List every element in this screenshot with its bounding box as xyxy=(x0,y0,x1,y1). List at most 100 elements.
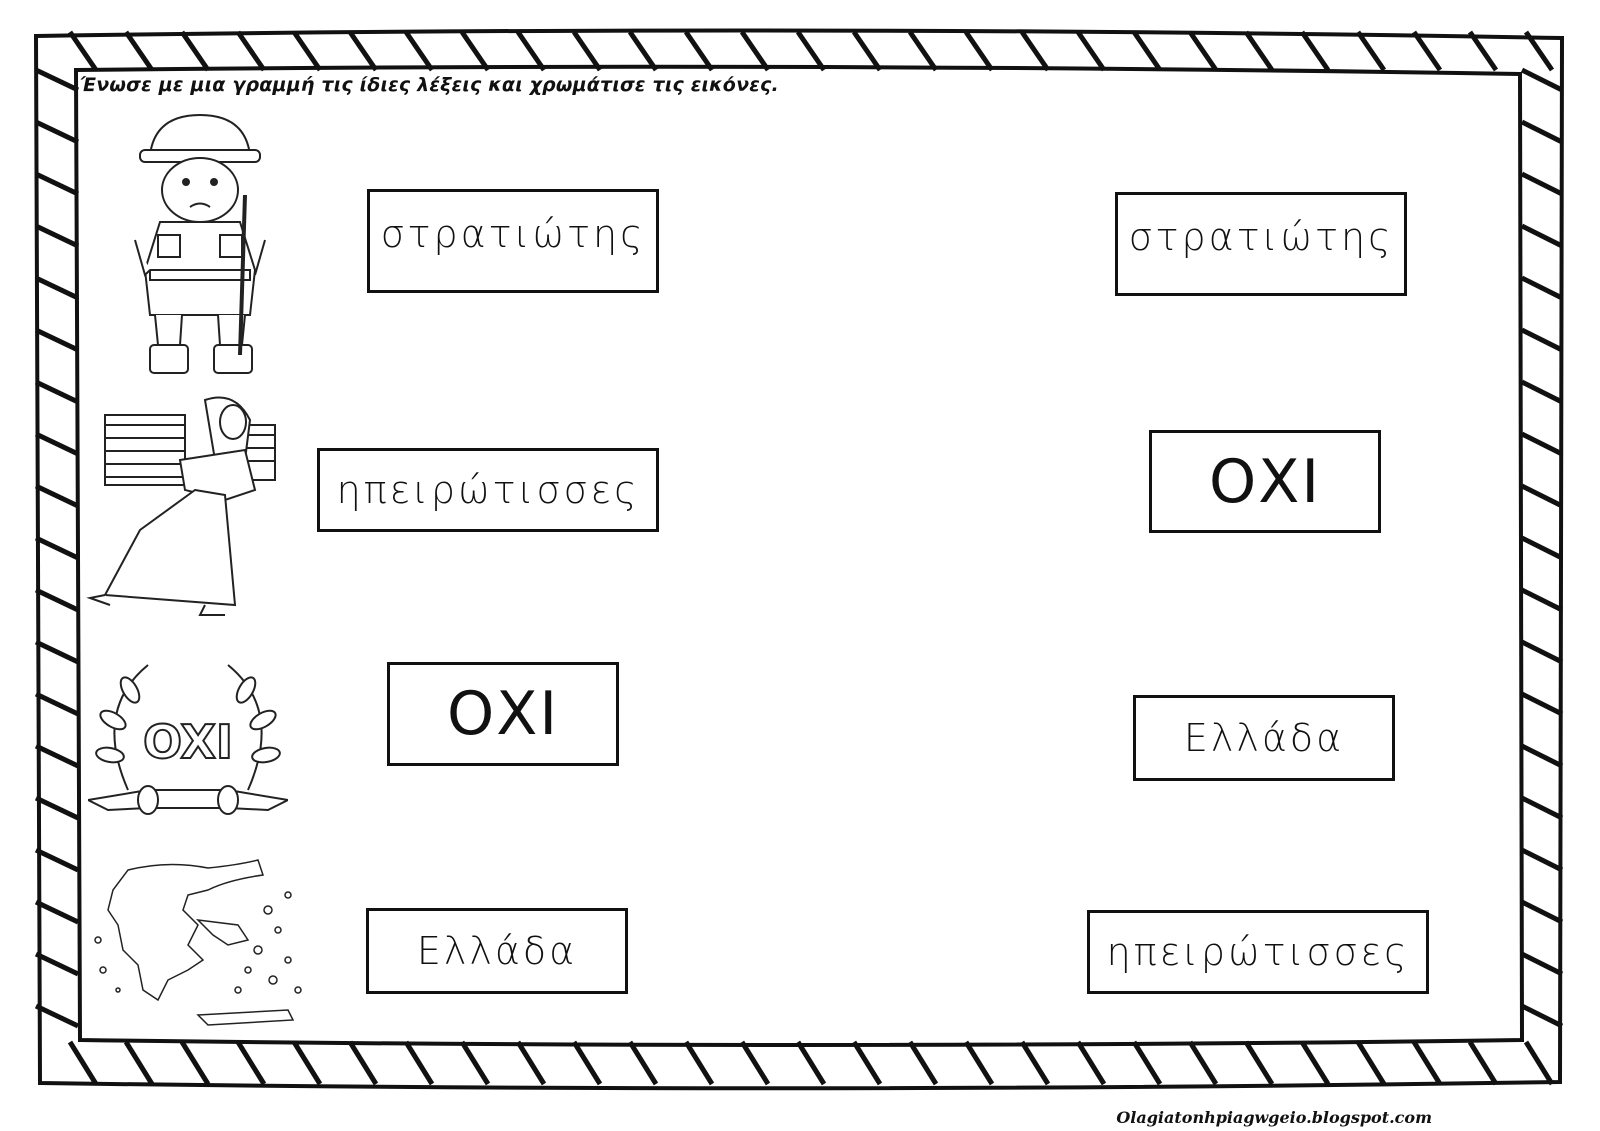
frame-stripe xyxy=(795,30,827,72)
frame-stripe xyxy=(1520,171,1564,197)
frame-stripe xyxy=(34,743,80,769)
frame-stripe xyxy=(571,1040,603,1086)
frame-stripe xyxy=(67,1040,99,1086)
frame-stripe xyxy=(683,30,715,72)
frame-stripe xyxy=(123,30,155,72)
left-word-greece[interactable]: Ελλάδα xyxy=(366,908,628,994)
frame-stripe xyxy=(347,30,379,72)
frame-stripe xyxy=(1520,223,1564,249)
frame-stripe xyxy=(34,691,80,717)
frame-stripe xyxy=(403,1040,435,1086)
left-word-oxi[interactable]: ΟΧΙ xyxy=(387,662,619,766)
frame-stripe xyxy=(459,30,491,72)
frame-stripe xyxy=(515,30,547,72)
frame-stripe xyxy=(1523,1040,1555,1086)
frame-stripe xyxy=(1355,30,1387,72)
frame-stripe xyxy=(1520,899,1564,925)
frame-stripe xyxy=(1187,1040,1219,1086)
frame-stripe xyxy=(459,1040,491,1086)
frame-stripe xyxy=(1019,30,1051,72)
frame-stripe xyxy=(1520,795,1564,821)
frame-stripe xyxy=(34,587,80,613)
right-word-epirus-women[interactable]: ηπειρώτισσες xyxy=(1087,910,1429,994)
frame-stripe xyxy=(627,1040,659,1086)
frame-stripe xyxy=(795,1040,827,1086)
right-word-oxi[interactable]: ΟΧΙ xyxy=(1149,430,1381,533)
frame-stripe xyxy=(34,67,80,93)
epirus-woman-illustration xyxy=(86,396,276,616)
frame-stripe xyxy=(1075,1040,1107,1086)
frame-stripe xyxy=(515,1040,547,1086)
frame-stripe xyxy=(739,1040,771,1086)
frame-stripe xyxy=(1299,1040,1331,1086)
frame-stripe xyxy=(235,30,267,72)
frame-stripe xyxy=(683,1040,715,1086)
frame-stripe xyxy=(851,30,883,72)
frame-stripe xyxy=(1243,30,1275,72)
frame-stripe xyxy=(1523,30,1555,72)
frame-stripe xyxy=(907,30,939,72)
frame-stripe xyxy=(1520,275,1564,301)
frame-stripe xyxy=(1467,1040,1499,1086)
right-word-greece[interactable]: Ελλάδα xyxy=(1133,695,1395,781)
frame-stripe xyxy=(1411,30,1443,72)
frame-stripe xyxy=(1467,30,1499,72)
frame-stripe xyxy=(34,847,80,873)
frame-stripe xyxy=(34,327,80,353)
frame-stripe xyxy=(34,275,80,301)
instruction-text: Ένωσε με μια γραμμή τις ίδιες λέξεις και… xyxy=(80,74,779,96)
frame-stripe xyxy=(34,171,80,197)
frame-stripe xyxy=(1520,483,1564,509)
frame-stripe xyxy=(1243,1040,1275,1086)
right-word-soldier[interactable]: στρατιώτης xyxy=(1115,192,1407,296)
oxi-wreath-illustration: OXI xyxy=(88,664,288,815)
frame-stripe xyxy=(1520,535,1564,561)
frame-stripe xyxy=(1520,327,1564,353)
footer-url: Olagiatonhpiagwgeio.blogspot.com xyxy=(1116,1108,1432,1127)
frame-stripe xyxy=(963,30,995,72)
frame-stripe xyxy=(1520,119,1564,145)
frame-stripe xyxy=(291,1040,323,1086)
frame-stripe xyxy=(963,1040,995,1086)
frame-stripe xyxy=(1131,30,1163,72)
frame-stripe xyxy=(571,30,603,72)
frame-stripe xyxy=(34,639,80,665)
greece-map-illustration xyxy=(94,859,302,1026)
soldier-illustration xyxy=(134,113,266,374)
frame-stripe xyxy=(1355,1040,1387,1086)
frame-stripe xyxy=(1520,431,1564,457)
frame-stripe xyxy=(1520,587,1564,613)
frame-stripe xyxy=(34,951,80,977)
frame-stripe xyxy=(1520,743,1564,769)
frame-stripe xyxy=(34,223,80,249)
frame-stripe xyxy=(34,119,80,145)
frame-stripe xyxy=(1520,67,1564,93)
frame-stripe xyxy=(907,1040,939,1086)
frame-stripe xyxy=(1411,1040,1443,1086)
frame-stripe xyxy=(1019,1040,1051,1086)
oxi-wreath-text: OXI xyxy=(143,715,233,769)
frame-stripe xyxy=(34,1003,80,1029)
left-word-soldier[interactable]: στρατιώτης xyxy=(367,189,659,293)
frame-stripe xyxy=(34,899,80,925)
frame-stripe xyxy=(235,1040,267,1086)
left-word-epirus-women[interactable]: ηπειρώτισσες xyxy=(317,448,659,532)
frame-stripe xyxy=(34,483,80,509)
frame-stripe xyxy=(67,30,99,72)
frame-stripe xyxy=(1520,1003,1564,1029)
frame-stripe xyxy=(34,795,80,821)
frame-stripe xyxy=(347,1040,379,1086)
frame-stripe xyxy=(627,30,659,72)
frame-stripe xyxy=(1187,30,1219,72)
frame-stripe xyxy=(1520,691,1564,717)
frame-stripe xyxy=(739,30,771,72)
frame-stripe xyxy=(179,30,211,72)
frame-stripe xyxy=(1299,30,1331,72)
frame-stripe xyxy=(851,1040,883,1086)
frame-stripe xyxy=(34,535,80,561)
frame-stripe xyxy=(179,1040,211,1086)
frame-stripe xyxy=(1520,639,1564,665)
frame-stripe xyxy=(1520,847,1564,873)
frame-stripe xyxy=(1520,951,1564,977)
